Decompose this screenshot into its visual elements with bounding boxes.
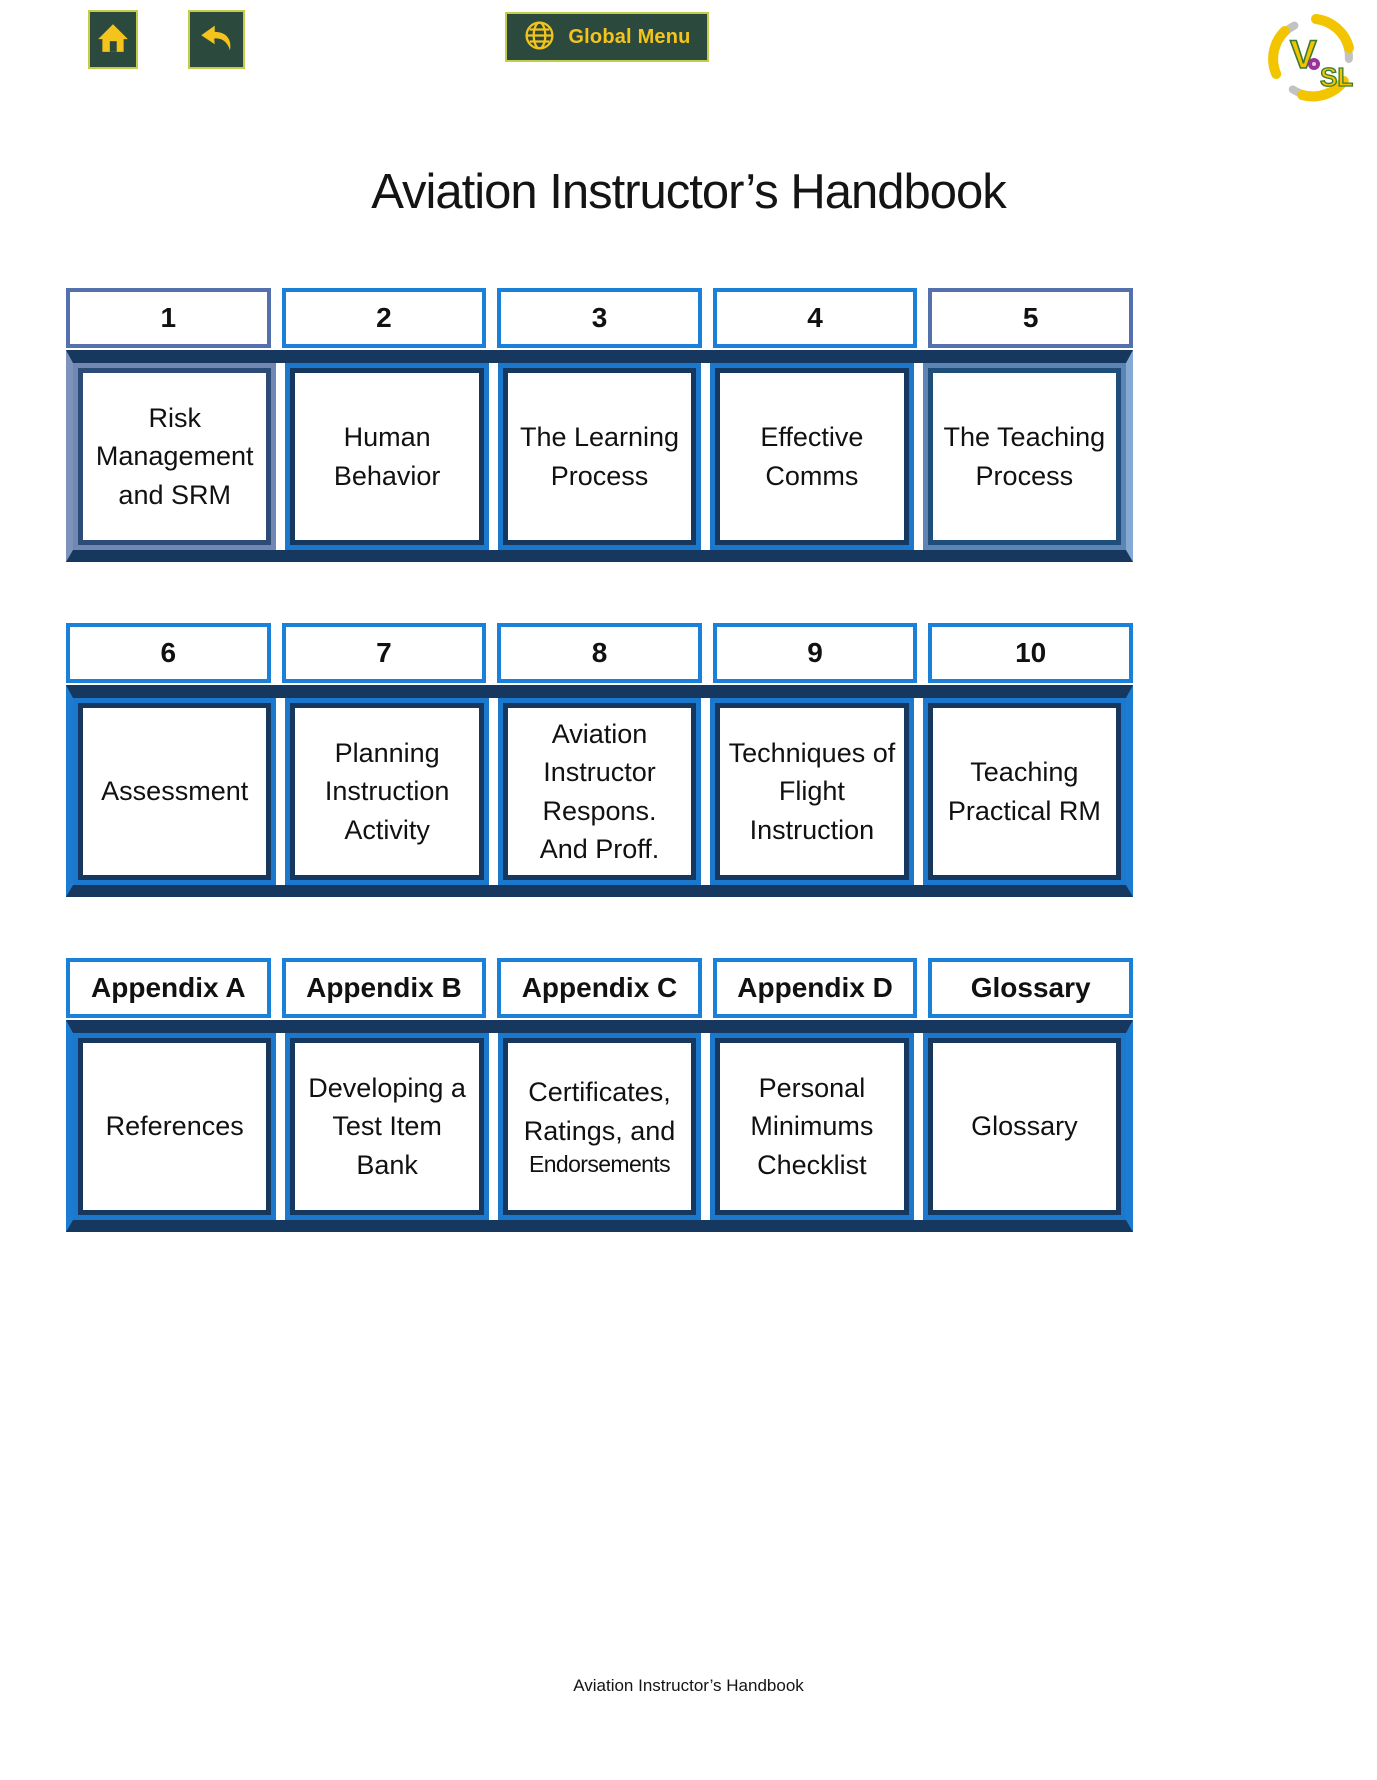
tab-2[interactable]: 2 bbox=[281, 288, 487, 348]
footer-title: Aviation Instructor’s Handbook bbox=[573, 1676, 804, 1695]
tab-label: Glossary bbox=[970, 972, 1091, 1003]
tab-9[interactable]: 9 bbox=[712, 623, 918, 683]
chapter-button-glossary[interactable]: Glossary bbox=[922, 1033, 1127, 1220]
chapter-button-label: References bbox=[105, 1111, 244, 1142]
global-menu-label: Global Menu bbox=[568, 25, 691, 48]
tab-1[interactable]: 1 bbox=[66, 288, 271, 348]
chapter-button-label: Techniques of Flight Instruction bbox=[728, 738, 896, 845]
chapter-button-assessment[interactable]: Assessment bbox=[73, 698, 277, 885]
chapter-button-personal-minimums-checklist[interactable]: Personal Minimums Checklist bbox=[710, 1033, 914, 1220]
chapter-button-face: Human Behavior bbox=[290, 368, 484, 545]
chapter-button-aviation-instructor-respons-and-proff[interactable]: Aviation Instructor Respons. And Proff. bbox=[497, 698, 702, 885]
tab-7[interactable]: 7 bbox=[281, 623, 487, 683]
tab-4[interactable]: 4 bbox=[712, 288, 918, 348]
tab-label: 10 bbox=[1015, 637, 1047, 668]
chapter-button-face: Planning Instruction Activity bbox=[290, 703, 484, 880]
home-button[interactable] bbox=[88, 10, 138, 69]
chapter-button-face: The Learning Process bbox=[502, 368, 697, 545]
tab-label: 3 bbox=[591, 302, 608, 333]
tab-label: 5 bbox=[1022, 302, 1039, 333]
chapter-button-face: References bbox=[78, 1038, 272, 1215]
logo-letters-sl: SL bbox=[1320, 62, 1353, 92]
globe-icon bbox=[523, 19, 556, 55]
chapter-button-face: Effective Comms bbox=[715, 368, 909, 545]
chapter-button-planning-instruction-activity[interactable]: Planning Instruction Activity bbox=[285, 698, 489, 885]
chapter-button-human-behavior[interactable]: Human Behavior bbox=[285, 363, 489, 550]
tab-appendix-c[interactable]: Appendix C bbox=[497, 958, 702, 1018]
tab-8[interactable]: 8 bbox=[497, 623, 702, 683]
appendices-table: Appendix A Appendix B Appendix C Appendix D… bbox=[66, 958, 1133, 1232]
chapter-button-label: Planning Instruction Activity bbox=[324, 738, 450, 845]
chapters-1-5-header-row: 1 2 3 4 5 bbox=[66, 288, 1133, 348]
tab-5[interactable]: 5 bbox=[928, 288, 1133, 348]
chapter-button-teaching-practical-rm[interactable]: Teaching Practical RM bbox=[922, 698, 1127, 885]
tab-label: 4 bbox=[807, 302, 823, 333]
chapter-button-techniques-of-flight-instruction[interactable]: Techniques of Flight Instruction bbox=[710, 698, 914, 885]
tab-label: Appendix B bbox=[306, 972, 462, 1003]
chapter-button-effective-comms[interactable]: Effective Comms bbox=[710, 363, 914, 550]
chapter-button-developing-a-test-item-bank[interactable]: Developing a Test Item Bank bbox=[285, 1033, 489, 1220]
global-menu-button[interactable]: Global Menu bbox=[505, 12, 709, 62]
tab-label: Appendix C bbox=[521, 972, 678, 1003]
tab-appendix-a[interactable]: Appendix A bbox=[66, 958, 271, 1018]
chapter-button-label: The Teaching Process bbox=[943, 422, 1106, 491]
chapter-button-face: Assessment bbox=[78, 703, 272, 880]
chapter-button-face: Glossary bbox=[927, 1038, 1122, 1215]
chapter-button-label: The Learning Process bbox=[519, 422, 680, 491]
tab-10[interactable]: 10 bbox=[928, 623, 1133, 683]
chapter-button-label: Developing a Test Item Bank bbox=[308, 1073, 466, 1180]
chapters-1-5-body-row: Risk Management and SRM Human Behavior The… bbox=[66, 350, 1133, 562]
tab-3[interactable]: 3 bbox=[497, 288, 702, 348]
chapter-button-the-teaching-process[interactable]: The Teaching Process bbox=[922, 363, 1127, 550]
home-icon bbox=[96, 20, 130, 59]
chapter-button-face: Teaching Practical RM bbox=[927, 703, 1122, 880]
back-arrow-icon bbox=[198, 20, 236, 59]
logo-letter-v: V bbox=[1290, 33, 1317, 77]
tab-appendix-d[interactable]: Appendix D bbox=[712, 958, 918, 1018]
chapter-button-label: Aviation Instructor Respons. And Proff. bbox=[539, 718, 660, 864]
tab-label: 9 bbox=[807, 637, 823, 668]
appendices-header-row: Appendix A Appendix B Appendix C Appendix D… bbox=[66, 958, 1133, 1018]
tab-appendix-b[interactable]: Appendix B bbox=[281, 958, 487, 1018]
chapter-button-references[interactable]: References bbox=[73, 1033, 277, 1220]
chapter-button-label: Effective Comms bbox=[760, 422, 864, 491]
tab-label: 1 bbox=[160, 302, 177, 333]
chapter-button-label: Personal Minimums Checklist bbox=[750, 1073, 874, 1180]
chapter-button-label: Glossary bbox=[971, 1111, 1078, 1142]
tab-label: Appendix D bbox=[737, 972, 893, 1003]
chapter-button-label: Assessment bbox=[101, 776, 249, 807]
chapter-button-face: Aviation Instructor Respons. And Proff. bbox=[502, 703, 697, 880]
chapter-button-label: Risk Management and SRM bbox=[95, 403, 254, 510]
page-title: Aviation Instructor’s Handbook bbox=[371, 165, 1007, 219]
tab-label: Appendix A bbox=[91, 972, 246, 1003]
chapter-button-sublabel: Endorsements bbox=[528, 1150, 671, 1177]
tab-glossary[interactable]: Glossary bbox=[928, 958, 1133, 1018]
chapters-6-10-header-row: 6 7 8 9 10 bbox=[66, 623, 1133, 683]
tab-label: 8 bbox=[591, 637, 608, 668]
chapter-button-face: Techniques of Flight Instruction bbox=[715, 703, 909, 880]
tab-label: 2 bbox=[376, 302, 392, 333]
back-button[interactable] bbox=[188, 10, 245, 69]
vsl-logo: V SL bbox=[1262, 8, 1362, 108]
chapters-6-10-body-row: Assessment Planning Instruction Activity A… bbox=[66, 685, 1133, 897]
chapter-button-the-learning-process[interactable]: The Learning Process bbox=[497, 363, 702, 550]
appendices-body-row: References Developing a Test Item Bank Cer… bbox=[66, 1020, 1133, 1232]
chapter-button-label: Human Behavior bbox=[333, 422, 441, 491]
chapter-button-face: Developing a Test Item Bank bbox=[290, 1038, 484, 1215]
chapter-button-risk-management-and-srm[interactable]: Risk Management and SRM bbox=[73, 363, 277, 550]
tab-label: 7 bbox=[376, 637, 392, 668]
chapter-button-face: Personal Minimums Checklist bbox=[715, 1038, 909, 1215]
chapter-button-label: Teaching Practical RM bbox=[947, 757, 1101, 826]
chapter-button-face: Risk Management and SRM bbox=[78, 368, 272, 545]
tab-6[interactable]: 6 bbox=[66, 623, 271, 683]
chapter-button-label: Certificates, Ratings, and bbox=[523, 1077, 676, 1146]
chapter-button-face: The Teaching Process bbox=[927, 368, 1122, 545]
tab-label: 6 bbox=[160, 637, 177, 668]
